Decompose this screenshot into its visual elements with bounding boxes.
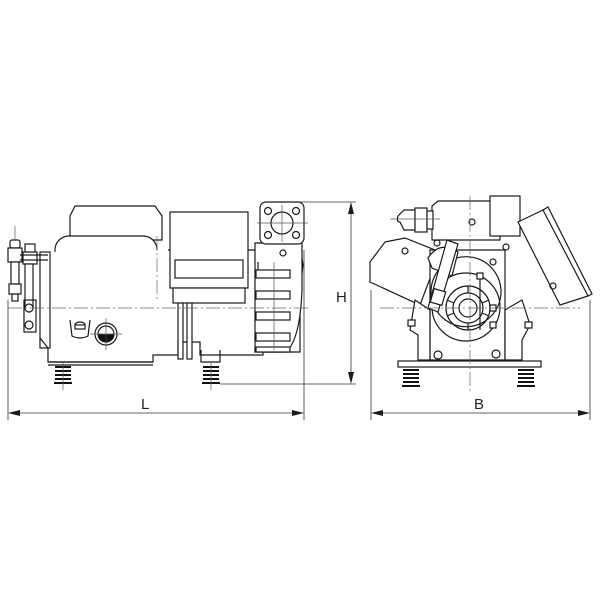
angled-tube [427,239,459,313]
oil-plug [69,319,91,339]
side-view-compressor [7,201,310,390]
dimension-L [7,250,305,420]
height-label: H [336,289,347,306]
spring-mount-end-left [402,369,420,387]
dimension-B [370,290,591,420]
spring-mount-left [54,362,72,390]
length-label: L [141,396,150,413]
cylinder-head-fins [254,242,303,353]
suction-flange [257,201,308,245]
dimension-H [220,201,356,385]
spring-mount-right [202,362,220,390]
end-view-compressor [369,195,593,392]
width-label: B [474,396,485,413]
spring-mount-end-right [517,369,535,387]
oil-sight-glass [90,318,122,350]
